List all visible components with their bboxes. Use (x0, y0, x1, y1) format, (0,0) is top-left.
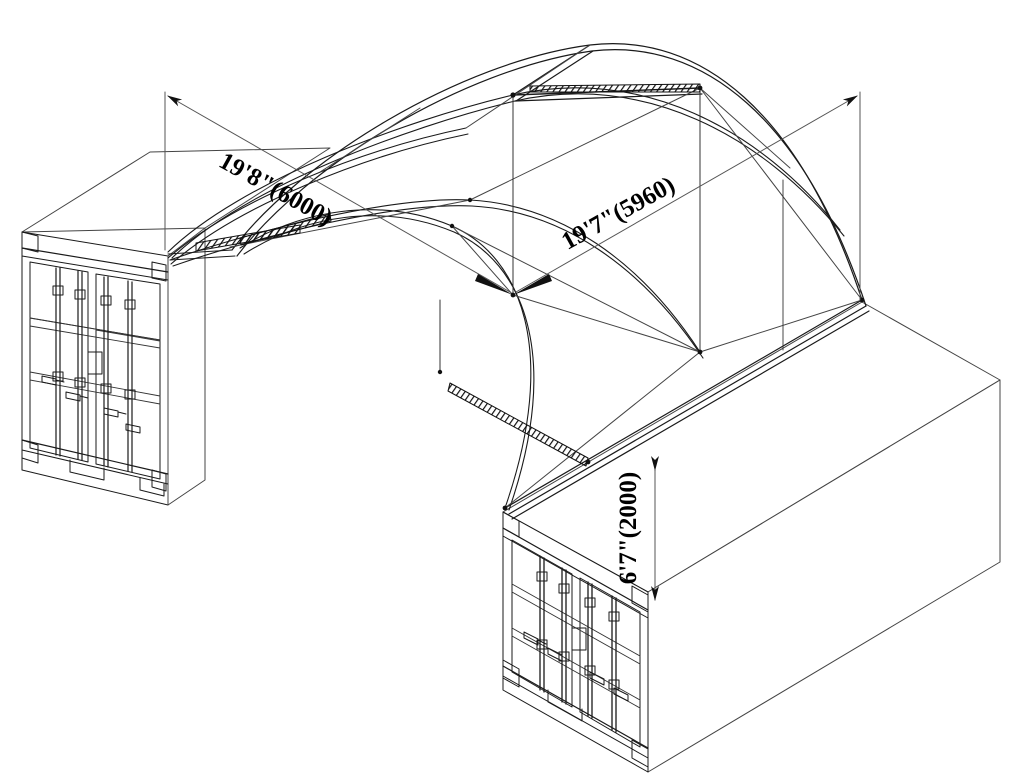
dimension-label-bay-length: 19'7"(5960) (557, 171, 679, 255)
eave-purlin-left (167, 249, 236, 261)
dimension-label-container-height: 6'7"(2000) (615, 472, 642, 584)
center-arrowheads (475, 274, 552, 295)
left-container (21, 147, 331, 506)
eave-purlin-right (504, 299, 870, 520)
dimension-annotations (164, 91, 861, 601)
arch-canopy (167, 43, 870, 520)
right-container (502, 301, 1001, 773)
mid-purlins (229, 44, 863, 509)
cross-braces (195, 83, 701, 467)
dimline-span-width (167, 95, 511, 293)
vertical-posts (439, 87, 784, 373)
arch-rib-front-lower (239, 209, 535, 511)
arch-rib-front (231, 43, 867, 307)
dimline-bay-length (515, 95, 858, 293)
